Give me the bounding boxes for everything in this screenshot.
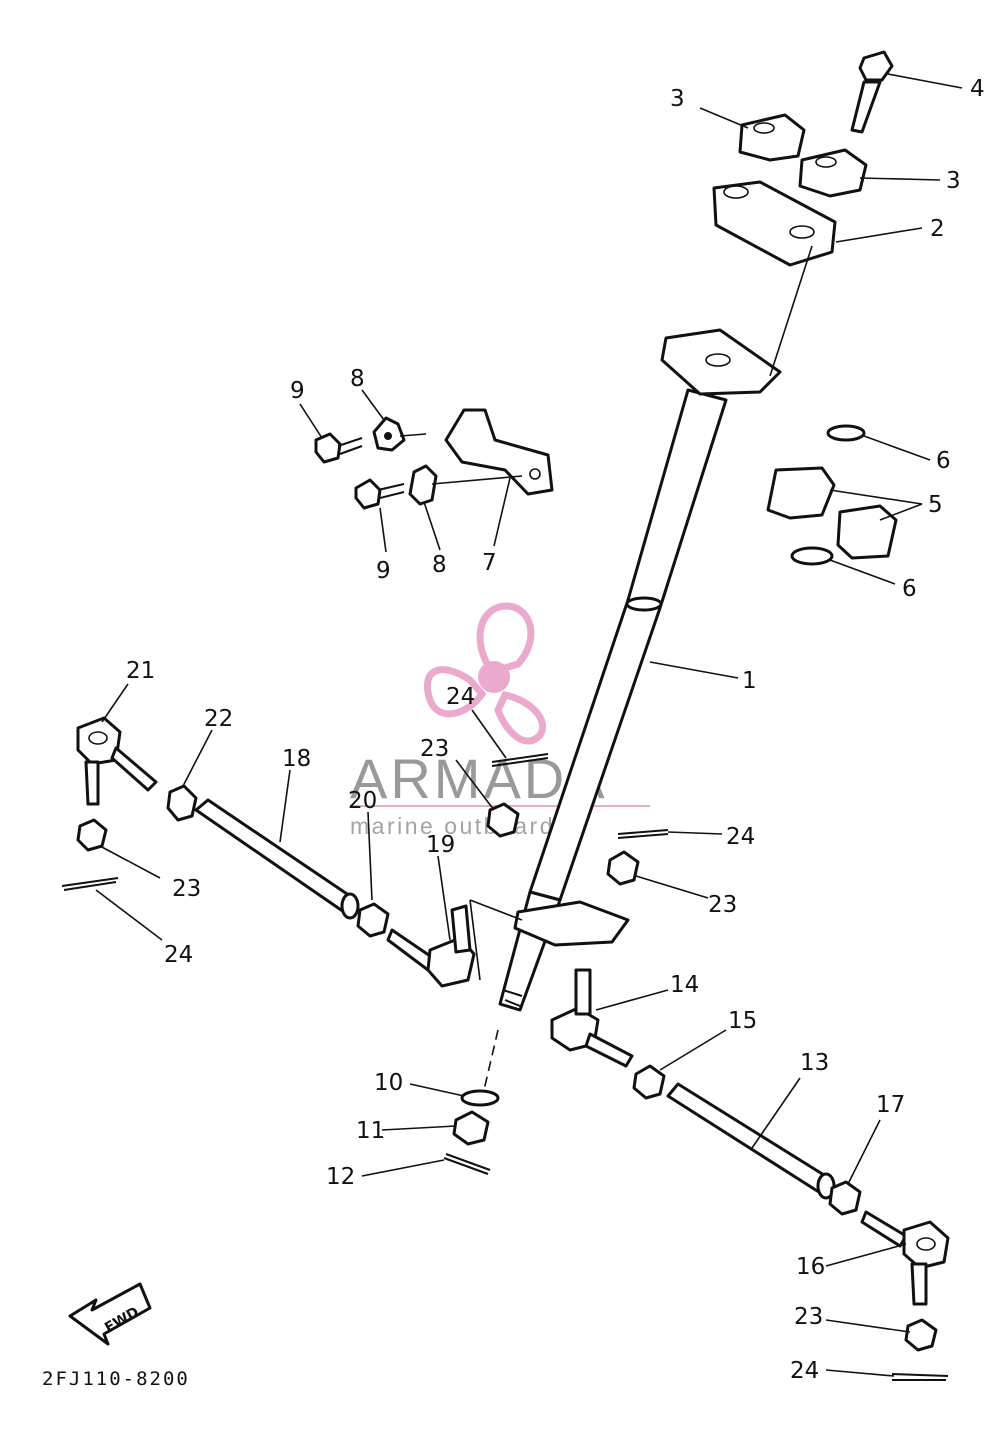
drawing-code: 2FJ110-8200: [42, 1368, 190, 1390]
callout-23: 23: [420, 736, 449, 762]
tie-rod-end-16: [860, 1210, 950, 1306]
callout-3: 3: [946, 168, 961, 194]
callout-23: 23: [708, 892, 737, 918]
bolt-4: [850, 50, 894, 134]
callout-4: 4: [970, 76, 985, 102]
callout-10: 10: [374, 1070, 403, 1096]
callout-12: 12: [326, 1164, 355, 1190]
callout-2: 2: [930, 216, 945, 242]
callout-24: 24: [164, 942, 193, 968]
steering-shaft: [498, 328, 782, 1012]
watermark-tagline: marine outboards: [350, 813, 569, 839]
callout-21: 21: [126, 658, 155, 684]
callout-17: 17: [876, 1092, 905, 1118]
handlebar-holder: [712, 180, 837, 267]
nut-17: [828, 1180, 862, 1216]
callout-15: 15: [728, 1008, 757, 1034]
tie-rod-end-19: [386, 904, 476, 988]
callout-8: 8: [350, 366, 365, 392]
cotter-pin-24-left: [61, 877, 119, 891]
callout-18: 18: [282, 746, 311, 772]
tie-rod-right: [666, 1082, 836, 1200]
cotter-pin-12: [443, 1153, 491, 1175]
cable-bracket: [444, 408, 554, 496]
steering-bushing: [766, 424, 898, 566]
callout-6: 6: [936, 448, 951, 474]
callout-5: 5: [928, 492, 943, 518]
callout-7: 7: [482, 550, 497, 576]
callout-24: 24: [790, 1358, 819, 1384]
leader-lines: [95, 73, 963, 1377]
callout-9: 9: [376, 558, 391, 584]
nut-20: [356, 902, 390, 938]
callout-20: 20: [348, 788, 377, 814]
nut-22: [166, 784, 198, 822]
upper-holder-left: [738, 113, 806, 162]
cotter-pin-24-center: [491, 753, 549, 767]
washer-10: [460, 1089, 500, 1107]
clamp-upper: [372, 416, 406, 452]
callout-9: 9: [290, 378, 305, 404]
nut-15: [632, 1064, 666, 1100]
nut-23-right: [606, 850, 640, 886]
upper-holder-right: [798, 148, 868, 198]
callout-16: 16: [796, 1254, 825, 1280]
callout-3: 3: [670, 86, 685, 112]
callout-24: 24: [446, 684, 475, 710]
screw-lower: [354, 478, 405, 510]
tie-rod-end-14: [550, 968, 634, 1068]
callout-11: 11: [356, 1118, 385, 1144]
clamp-lower: [408, 464, 438, 506]
callout-22: 22: [204, 706, 233, 732]
callout-13: 13: [800, 1050, 829, 1076]
callout-19: 19: [426, 832, 455, 858]
watermark: ARMADA marine outboards: [350, 602, 650, 839]
callout-24: 24: [726, 824, 755, 850]
callout-6: 6: [902, 576, 917, 602]
cotter-pin-24-right: [617, 829, 669, 839]
callout-23: 23: [794, 1304, 823, 1330]
tie-rod-end-left: [76, 716, 158, 806]
callout-14: 14: [670, 972, 699, 998]
callout-labels: 1 2 3 3 4 5 6 6 7 8 8 9 9 10 11 12 13 14…: [126, 76, 985, 1384]
screw-upper: [314, 432, 363, 464]
nut-23-left: [76, 818, 108, 852]
callout-8: 8: [432, 552, 447, 578]
tie-rod-left: [194, 798, 360, 920]
fwd-arrow-icon: FWD: [68, 1282, 152, 1346]
nut-23-center: [486, 802, 520, 838]
callout-23: 23: [172, 876, 201, 902]
nut-11: [452, 1110, 490, 1146]
cotter-pin-24-bottom-right: [891, 1373, 949, 1381]
callout-1: 1: [742, 668, 757, 694]
nut-23-bottom-right: [904, 1318, 938, 1352]
propeller-icon: [423, 602, 546, 745]
